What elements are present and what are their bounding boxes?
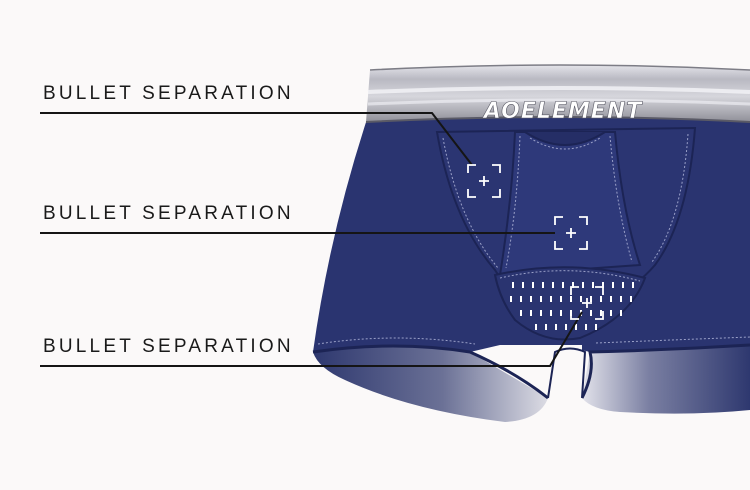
callout-line-1	[40, 112, 473, 166]
mesh-dot	[540, 296, 542, 302]
mesh-dot	[550, 296, 552, 302]
mesh-dot	[542, 282, 544, 288]
mesh-dot	[590, 296, 592, 302]
mesh-dot	[610, 310, 612, 316]
callout-label-3: BULLET SEPARATION	[43, 336, 294, 357]
mesh-dot	[532, 282, 534, 288]
mesh-dot	[520, 296, 522, 302]
pouch-inner-panel	[498, 131, 642, 277]
mesh-dot	[555, 324, 557, 330]
mesh-dot	[600, 296, 602, 302]
mesh-dot	[610, 296, 612, 302]
waistband-brand-text: AOELEMENT	[482, 99, 643, 124]
focus-target-icon	[570, 286, 604, 320]
waistband	[366, 65, 750, 122]
mesh-dot	[612, 282, 614, 288]
mesh-dot	[530, 296, 532, 302]
mesh-dot	[630, 296, 632, 302]
mesh-dot	[535, 324, 537, 330]
mesh-dot	[565, 324, 567, 330]
mesh-dot	[600, 310, 602, 316]
mesh-dot	[522, 282, 524, 288]
mesh-dot	[585, 324, 587, 330]
mesh-dot	[560, 296, 562, 302]
mesh-dot	[575, 324, 577, 330]
mesh-dot	[545, 324, 547, 330]
callout-line-3	[40, 311, 583, 367]
right-leg-opening	[582, 345, 750, 414]
mesh-dot	[520, 310, 522, 316]
mesh-dot	[622, 282, 624, 288]
callout-lines	[40, 112, 583, 367]
mesh-dot	[510, 296, 512, 302]
mesh-dot	[602, 282, 604, 288]
callout-label-1: BULLET SEPARATION	[43, 83, 294, 104]
mesh-dot	[512, 282, 514, 288]
focus-target-icon	[554, 216, 588, 250]
mesh-dot	[570, 296, 572, 302]
mesh-dot	[552, 282, 554, 288]
callout-label-2: BULLET SEPARATION	[43, 203, 294, 224]
mesh-dot	[572, 282, 574, 288]
left-leg-opening	[313, 346, 548, 422]
mesh-dot	[620, 296, 622, 302]
mesh-dot	[595, 324, 597, 330]
focus-target-icon	[467, 164, 501, 198]
mesh-dot	[580, 296, 582, 302]
mesh-dot	[530, 310, 532, 316]
mesh-dot	[590, 310, 592, 316]
mesh-dot	[560, 310, 562, 316]
mesh-dot	[632, 282, 634, 288]
mesh-dot	[592, 282, 594, 288]
mesh-dot	[540, 310, 542, 316]
mesh-dot	[620, 310, 622, 316]
mesh-dot	[562, 282, 564, 288]
mesh-dot	[550, 310, 552, 316]
mesh-dot	[582, 282, 584, 288]
